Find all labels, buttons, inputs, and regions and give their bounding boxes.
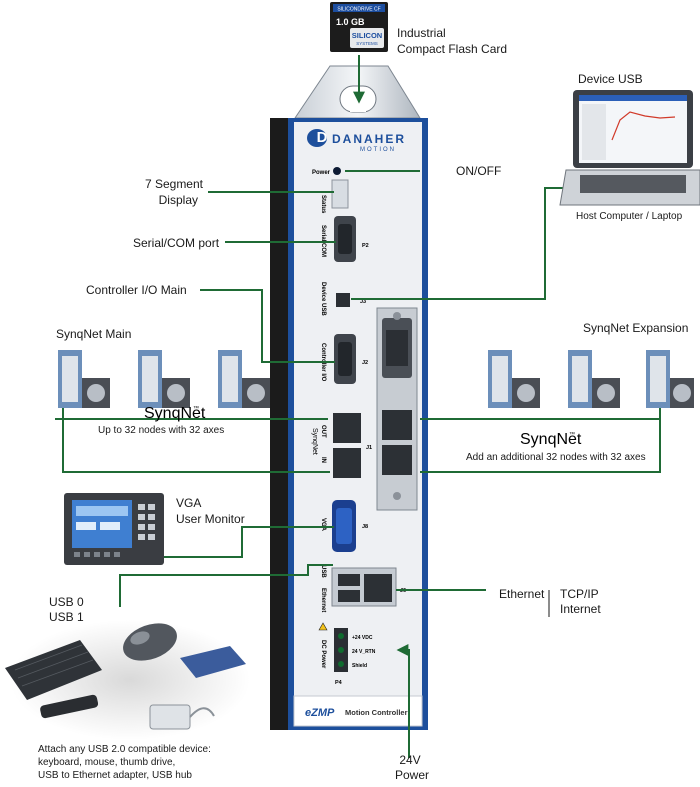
attach-label-2: keyboard, mouse, thumb drive,: [38, 757, 176, 768]
servo-drive-icon: [488, 350, 540, 408]
usb-devices-group: [5, 620, 250, 740]
svg-text:™: ™: [569, 431, 575, 438]
model-name: eZMP: [305, 707, 335, 719]
cf-card-label-1: Industrial: [397, 26, 446, 40]
svg-text:OUT: OUT: [320, 425, 326, 438]
attach-label-3: USB to Ethernet adapter, USB hub: [38, 770, 192, 781]
synqnet-brand-right: SynqNet: [520, 431, 582, 448]
thumb-drive-icon: [40, 694, 99, 719]
svg-text:™: ™: [193, 405, 199, 412]
svg-text:J1: J1: [366, 445, 372, 451]
synqnet-brand-left: SynqNet: [144, 405, 206, 422]
cf-brand-top: SILICONDRIVE CF: [337, 7, 380, 13]
cf-capacity: 1.0 GB: [336, 17, 365, 27]
24v-label-2: Power: [394, 768, 429, 782]
danaher-logo: D DANAHER MOTION: [307, 129, 406, 153]
synqnet-expansion-label: SynqNet Expansion: [583, 321, 689, 335]
servo-drive-icon: [646, 350, 694, 408]
svg-text:J2: J2: [362, 360, 368, 366]
cf-maker-sub: SYSTEMS: [356, 41, 378, 46]
seven-segment-label-2: Display: [158, 193, 198, 207]
synqnet-ports[interactable]: OUT IN SynqNet J1: [311, 413, 372, 478]
internet-label: Internet: [560, 602, 601, 616]
cf-maker: SILICON: [352, 31, 382, 40]
vga-label-1: VGA: [176, 496, 202, 510]
ethernet-label: Ethernet: [499, 587, 545, 601]
device-usb-label: Device USB: [578, 72, 643, 86]
synqnet-main-label: SynqNet Main: [56, 327, 132, 341]
svg-text:DC Power: DC Power: [320, 640, 326, 669]
serial-port-label: Serial/COM port: [133, 236, 220, 250]
operator-monitor-icon: [64, 493, 164, 565]
usb-ethernet-adapter-icon: [149, 704, 191, 730]
seven-segment-label-1: 7 Segment: [144, 177, 203, 191]
controller-io-label: Controller I/O Main: [86, 283, 187, 297]
laptop-icon: [559, 90, 700, 206]
keyboard-icon: [5, 640, 102, 700]
attach-label-1: Attach any USB 2.0 compatible device:: [38, 744, 211, 755]
svg-text:SynqNet: SynqNet: [311, 428, 318, 455]
device-usb-port[interactable]: Device USB J3: [320, 282, 366, 316]
status-label: Status: [320, 195, 326, 214]
servo-drive-icon: [58, 350, 110, 408]
svg-text:Device USB: Device USB: [320, 282, 326, 316]
dc-power-terminal[interactable]: DC Power +24 VDC 24 V_RTN Shield P4: [318, 622, 376, 686]
host-computer-label: Host Computer / Laptop: [576, 211, 683, 222]
svg-text:Ethernet: Ethernet: [320, 588, 326, 612]
cf-card-label-2: Compact Flash Card: [397, 42, 508, 56]
tcpip-label: TCP/IP: [560, 587, 599, 601]
svg-text:D: D: [317, 129, 328, 146]
svg-text:VGA: VGA: [320, 518, 326, 532]
svg-text:24 V_RTN: 24 V_RTN: [352, 649, 376, 655]
usb-ethernet-ports[interactable]: USB Ethernet J6: [320, 565, 406, 612]
controller-brand-sub: MOTION: [360, 147, 396, 153]
status-display: Status: [320, 179, 349, 214]
compact-flash-card: SILICONDRIVE CF 1.0 GB SILICON SYSTEMS: [330, 2, 388, 52]
up-to-32-label: Up to 32 nodes with 32 axes: [98, 425, 225, 436]
usb1-label: USB 1: [49, 610, 84, 624]
servo-drive-icon: [138, 350, 190, 408]
model-desc: Motion Controller: [345, 708, 408, 717]
add-32-label: Add an additional 32 nodes with 32 axes: [466, 452, 646, 463]
svg-text:J3: J3: [360, 299, 366, 305]
servo-drive-icon: [568, 350, 620, 408]
vga-label-2: User Monitor: [176, 512, 245, 526]
servo-drive-icon: [218, 350, 270, 408]
svg-text:P2: P2: [362, 243, 369, 249]
vga-port[interactable]: VGA J8: [320, 500, 368, 552]
24v-label-1: 24V: [399, 753, 421, 767]
svg-text:+24 VDC: +24 VDC: [352, 635, 373, 641]
svg-text:Shield: Shield: [352, 663, 367, 669]
power-led: [333, 167, 341, 175]
controller-brand: DANAHER: [332, 132, 406, 146]
svg-text:USB: USB: [320, 565, 326, 578]
svg-text:P4: P4: [335, 680, 343, 686]
svg-text:J8: J8: [362, 524, 368, 530]
onoff-label: ON/OFF: [456, 164, 502, 178]
usb-hub-icon: [180, 646, 246, 678]
power-label: Power: [312, 170, 331, 176]
mouse-icon: [123, 623, 177, 661]
svg-text:IN: IN: [320, 457, 326, 463]
usb0-label: USB 0: [49, 595, 84, 609]
mounting-bracket: [294, 65, 421, 119]
